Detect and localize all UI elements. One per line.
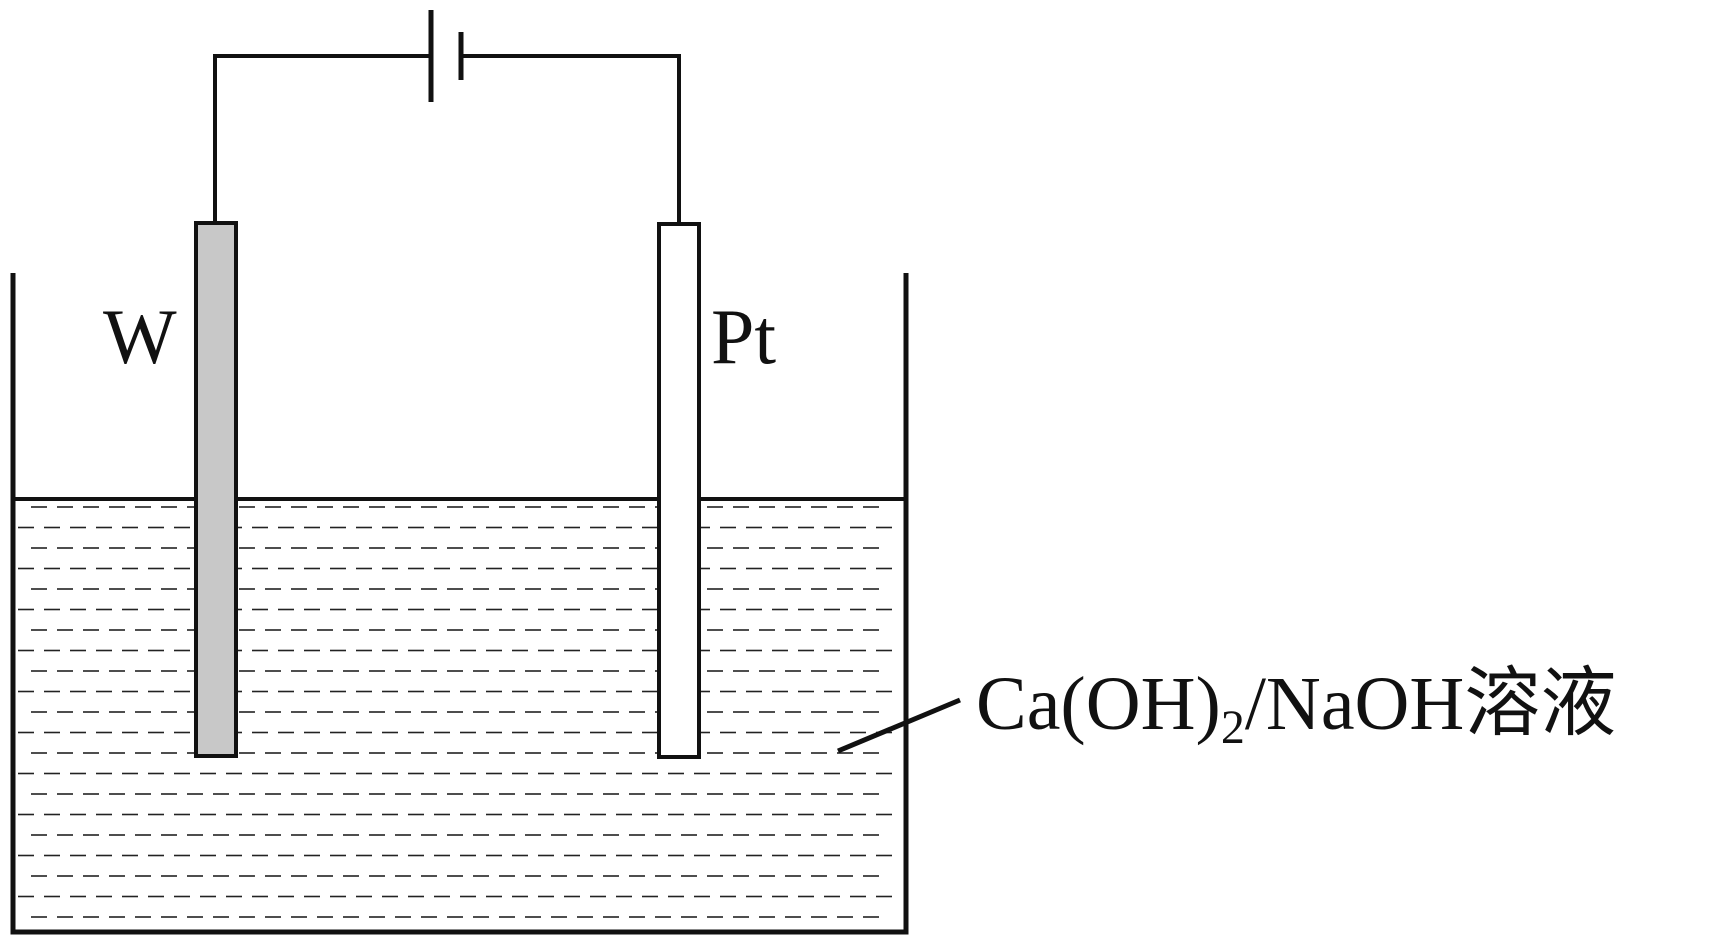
solution-leader-line (837, 697, 961, 754)
tungsten-electrode (194, 221, 238, 758)
solution-formula-suffix: /NaOH溶液 (1245, 662, 1617, 746)
circuit-wire (213, 54, 681, 222)
battery (428, 10, 464, 102)
electrode-label-pt: Pt (711, 293, 776, 380)
electrolyte-liquid (18, 506, 892, 918)
solution-formula-subscript: 2 (1221, 701, 1245, 754)
solution-label: Ca(OH)2/NaOH溶液 (976, 662, 1616, 754)
electrode-label-w: W (103, 293, 177, 380)
solution-formula-prefix: Ca(OH) (976, 662, 1221, 746)
beaker (10, 273, 909, 935)
platinum-electrode (657, 222, 701, 759)
